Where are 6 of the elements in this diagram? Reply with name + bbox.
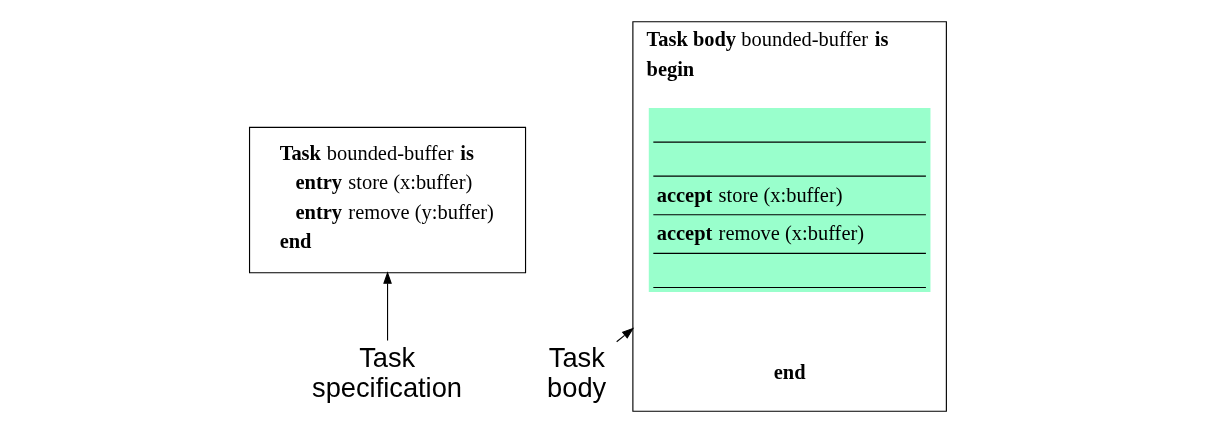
- node-text: Task body: [547, 342, 607, 403]
- arrow: [383, 271, 392, 342]
- node-box: Task bounded-buffer is entry store (x:buffer) entry remove (y:buffer) end: [248, 126, 527, 274]
- node-text: Task specification: [312, 342, 462, 403]
- node-box: accept store (x:buffer) accept remove (x:buffer): [648, 108, 931, 293]
- arrow: [616, 327, 635, 343]
